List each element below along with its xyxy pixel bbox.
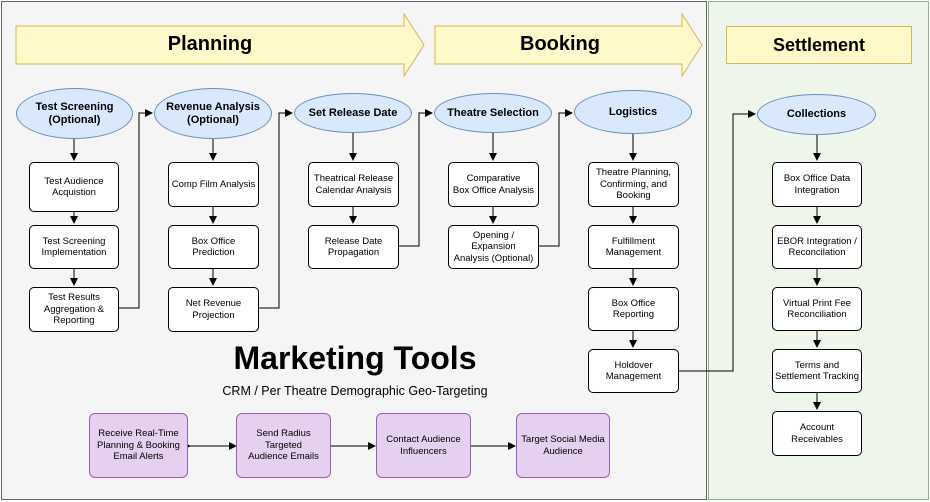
connector bbox=[119, 109, 153, 309]
stage-theatre-selection: Theatre Selection bbox=[434, 93, 552, 133]
task-comp-film-analysis: Comp Film Analysis bbox=[168, 162, 259, 207]
tool-email-alerts: Receive Real-Time Planning & Booking Ema… bbox=[89, 413, 188, 478]
task-box-office-prediction: Box Office Prediction bbox=[168, 225, 259, 269]
planning-phase-arrow bbox=[15, 12, 425, 78]
phase-settlement-label: Settlement bbox=[726, 26, 912, 64]
stage-test-screening: Test Screening (Optional) bbox=[16, 88, 133, 139]
stage-logistics: Logistics bbox=[574, 90, 692, 134]
task-comparative-box-office: Comparative Box Office Analysis bbox=[448, 162, 539, 207]
task-account-receivables: Account Receivables bbox=[772, 411, 862, 456]
phase-booking-label: Booking bbox=[520, 33, 600, 55]
marketing-subtitle: CRM / Per Theatre Demographic Geo-Target… bbox=[222, 384, 488, 398]
connector bbox=[679, 110, 756, 372]
phase-planning-label: Planning bbox=[167, 33, 253, 55]
booking-phase-arrow bbox=[434, 12, 703, 78]
tool-audience-influencers: Contact Audience Influencers bbox=[376, 413, 471, 478]
task-opening-expansion-analysis: Opening / Expansion Analysis (Optional) bbox=[448, 225, 539, 269]
task-test-results-reporting: Test Results Aggregation & Reporting bbox=[29, 287, 119, 332]
task-test-audience-acquisition: Test Audience Acquistion bbox=[29, 162, 119, 212]
stage-set-release-date: Set Release Date bbox=[294, 93, 412, 133]
task-virtual-print-fee: Virtual Print Fee Reconciliation bbox=[772, 287, 862, 331]
connector bbox=[539, 109, 573, 247]
task-box-office-data-integration: Box Office Data Integration bbox=[772, 162, 862, 207]
task-release-calendar-analysis: Theatrical Release Calendar Analysis bbox=[308, 162, 399, 207]
task-holdover-management: Holdover Management bbox=[588, 349, 679, 393]
stage-revenue-analysis: Revenue Analysis (Optional) bbox=[154, 88, 272, 139]
task-fulfillment-management: Fulfillment Management bbox=[588, 225, 679, 269]
connector bbox=[259, 109, 293, 309]
task-net-revenue-projection: Net Revenue Projection bbox=[168, 287, 259, 332]
task-box-office-reporting: Box Office Reporting bbox=[588, 287, 679, 331]
tool-radius-emails: Send Radius Targeted Audience Emails bbox=[236, 413, 331, 478]
task-release-date-propagation: Release Date Propagation bbox=[308, 225, 399, 269]
stage-collections: Collections bbox=[757, 94, 876, 135]
task-theatre-planning: Theatre Planning, Confirming, and Bookin… bbox=[588, 162, 679, 207]
marketing-title: Marketing Tools bbox=[233, 340, 477, 376]
task-ebor-integration: EBOR Integration / Reconcilation bbox=[772, 225, 862, 269]
task-test-screening-implementation: Test Screening Implementation bbox=[29, 225, 119, 269]
connector bbox=[399, 109, 433, 247]
tool-social-media: Target Social Media Audience bbox=[516, 413, 610, 478]
task-terms-settlement-tracking: Terms and Settlement Tracking bbox=[772, 349, 862, 393]
